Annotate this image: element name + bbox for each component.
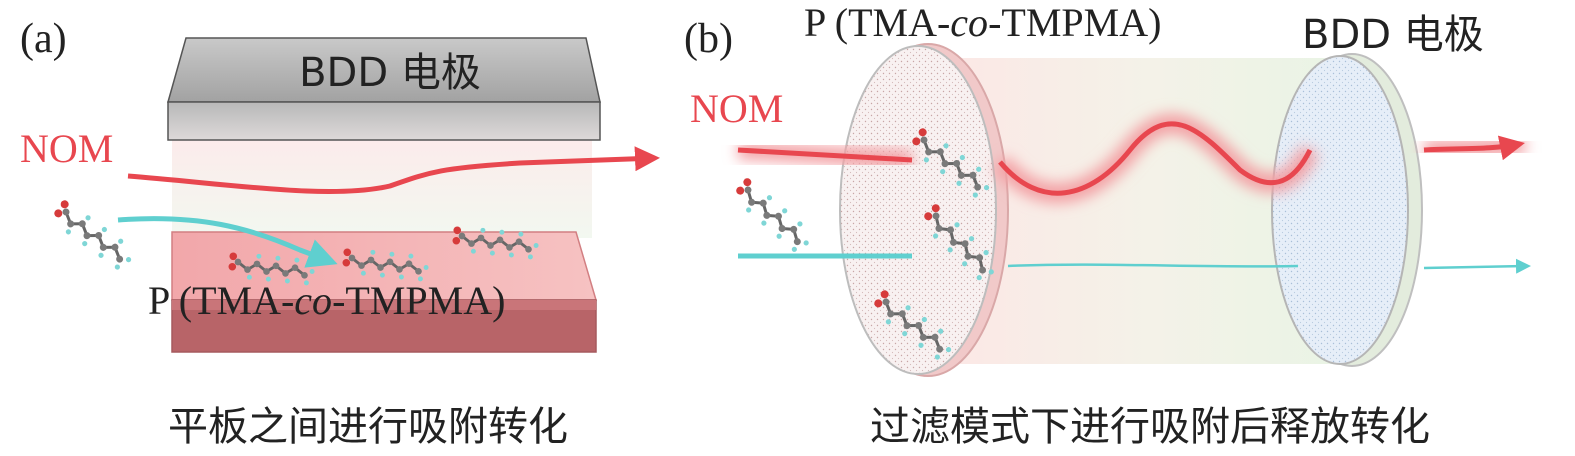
filter-tube xyxy=(918,58,1352,364)
polymer-label-b: P (TMA-co-TMPMA) xyxy=(804,0,1161,45)
polymer-label-a: P (TMA-co-TMPMA) xyxy=(148,278,505,323)
nom-flow-arrow-a xyxy=(127,146,660,195)
small-molecule-flow-through xyxy=(1007,263,1299,268)
nom-label-b: NOM xyxy=(690,86,783,131)
small-molecule-free-a xyxy=(43,196,143,276)
bdd-disk xyxy=(1271,53,1423,367)
small-molecule-flow-arrow-a xyxy=(117,216,338,268)
small-molecule-free-b xyxy=(724,174,822,258)
nom-flow-in xyxy=(737,147,913,163)
polymer-disk xyxy=(839,43,1009,377)
caption-a: 平板之间进行吸附转化 xyxy=(168,404,568,450)
bdd-electrode-label: BDD 电极 xyxy=(299,50,481,96)
small-molecule-flow-out-arrow xyxy=(1423,258,1531,274)
nom-wave xyxy=(998,121,1313,196)
bdd-electrode-slab: BDD 电极 xyxy=(167,37,601,141)
panel-a-label: (a) xyxy=(20,16,67,62)
nom-label-a: NOM xyxy=(20,126,113,171)
panel-b-label: (b) xyxy=(684,16,733,62)
caption-b: 过滤模式下进行吸附后释放转化 xyxy=(870,404,1430,450)
panel-b: (b) P (TMA-co-TMPMA) BDD 电极 NOM xyxy=(684,0,1531,450)
panel-a: (a) BDD 电极 NOM P (TMA-co-TMPMA) 平板之间进行吸附… xyxy=(20,16,660,450)
nom-flow-out-arrow xyxy=(1423,135,1525,161)
bdd-electrode-label-b: BDD 电极 xyxy=(1302,12,1484,58)
